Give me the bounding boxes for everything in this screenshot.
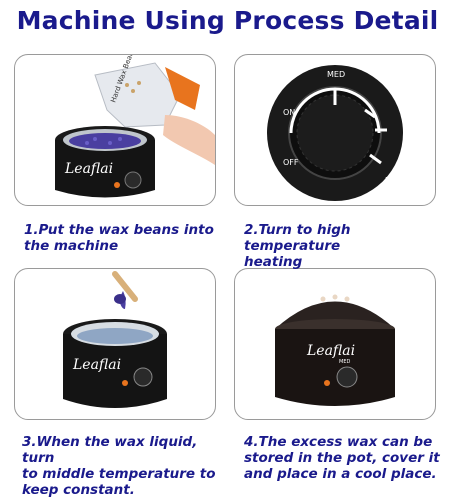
knob-label-med: MED [339, 359, 350, 365]
step-3-caption: 3.When the wax liquid, turn to middle te… [22, 434, 216, 498]
wax-bag-image: Hard Wax Beans [94, 55, 200, 128]
step-4-caption: 4.The excess wax can be stored in the po… [244, 434, 440, 482]
brand-logo: Leaflai [306, 343, 355, 359]
brand-logo: Leaflai [72, 357, 121, 373]
step-1-image: Hard Wax Beans Leaflai [14, 54, 216, 206]
knob-label-hi: HI [385, 176, 393, 185]
step-3-image: Leaflai [14, 268, 216, 420]
step-2-caption: 2.Turn to high temperature heating [244, 222, 351, 270]
brand-logo: Leaflai [64, 161, 113, 177]
step-4-image: Leaflai MED [234, 268, 436, 420]
knob-label-off: OFF [283, 158, 299, 167]
knob-label-on: ON [283, 108, 295, 117]
step-2-image: ON MED OFF HI [234, 54, 436, 206]
knob-label-med: MED [327, 70, 345, 79]
page-title: Machine Using Process Detail [16, 6, 439, 35]
step-1-caption: 1.Put the wax beans into the machine [24, 222, 214, 254]
